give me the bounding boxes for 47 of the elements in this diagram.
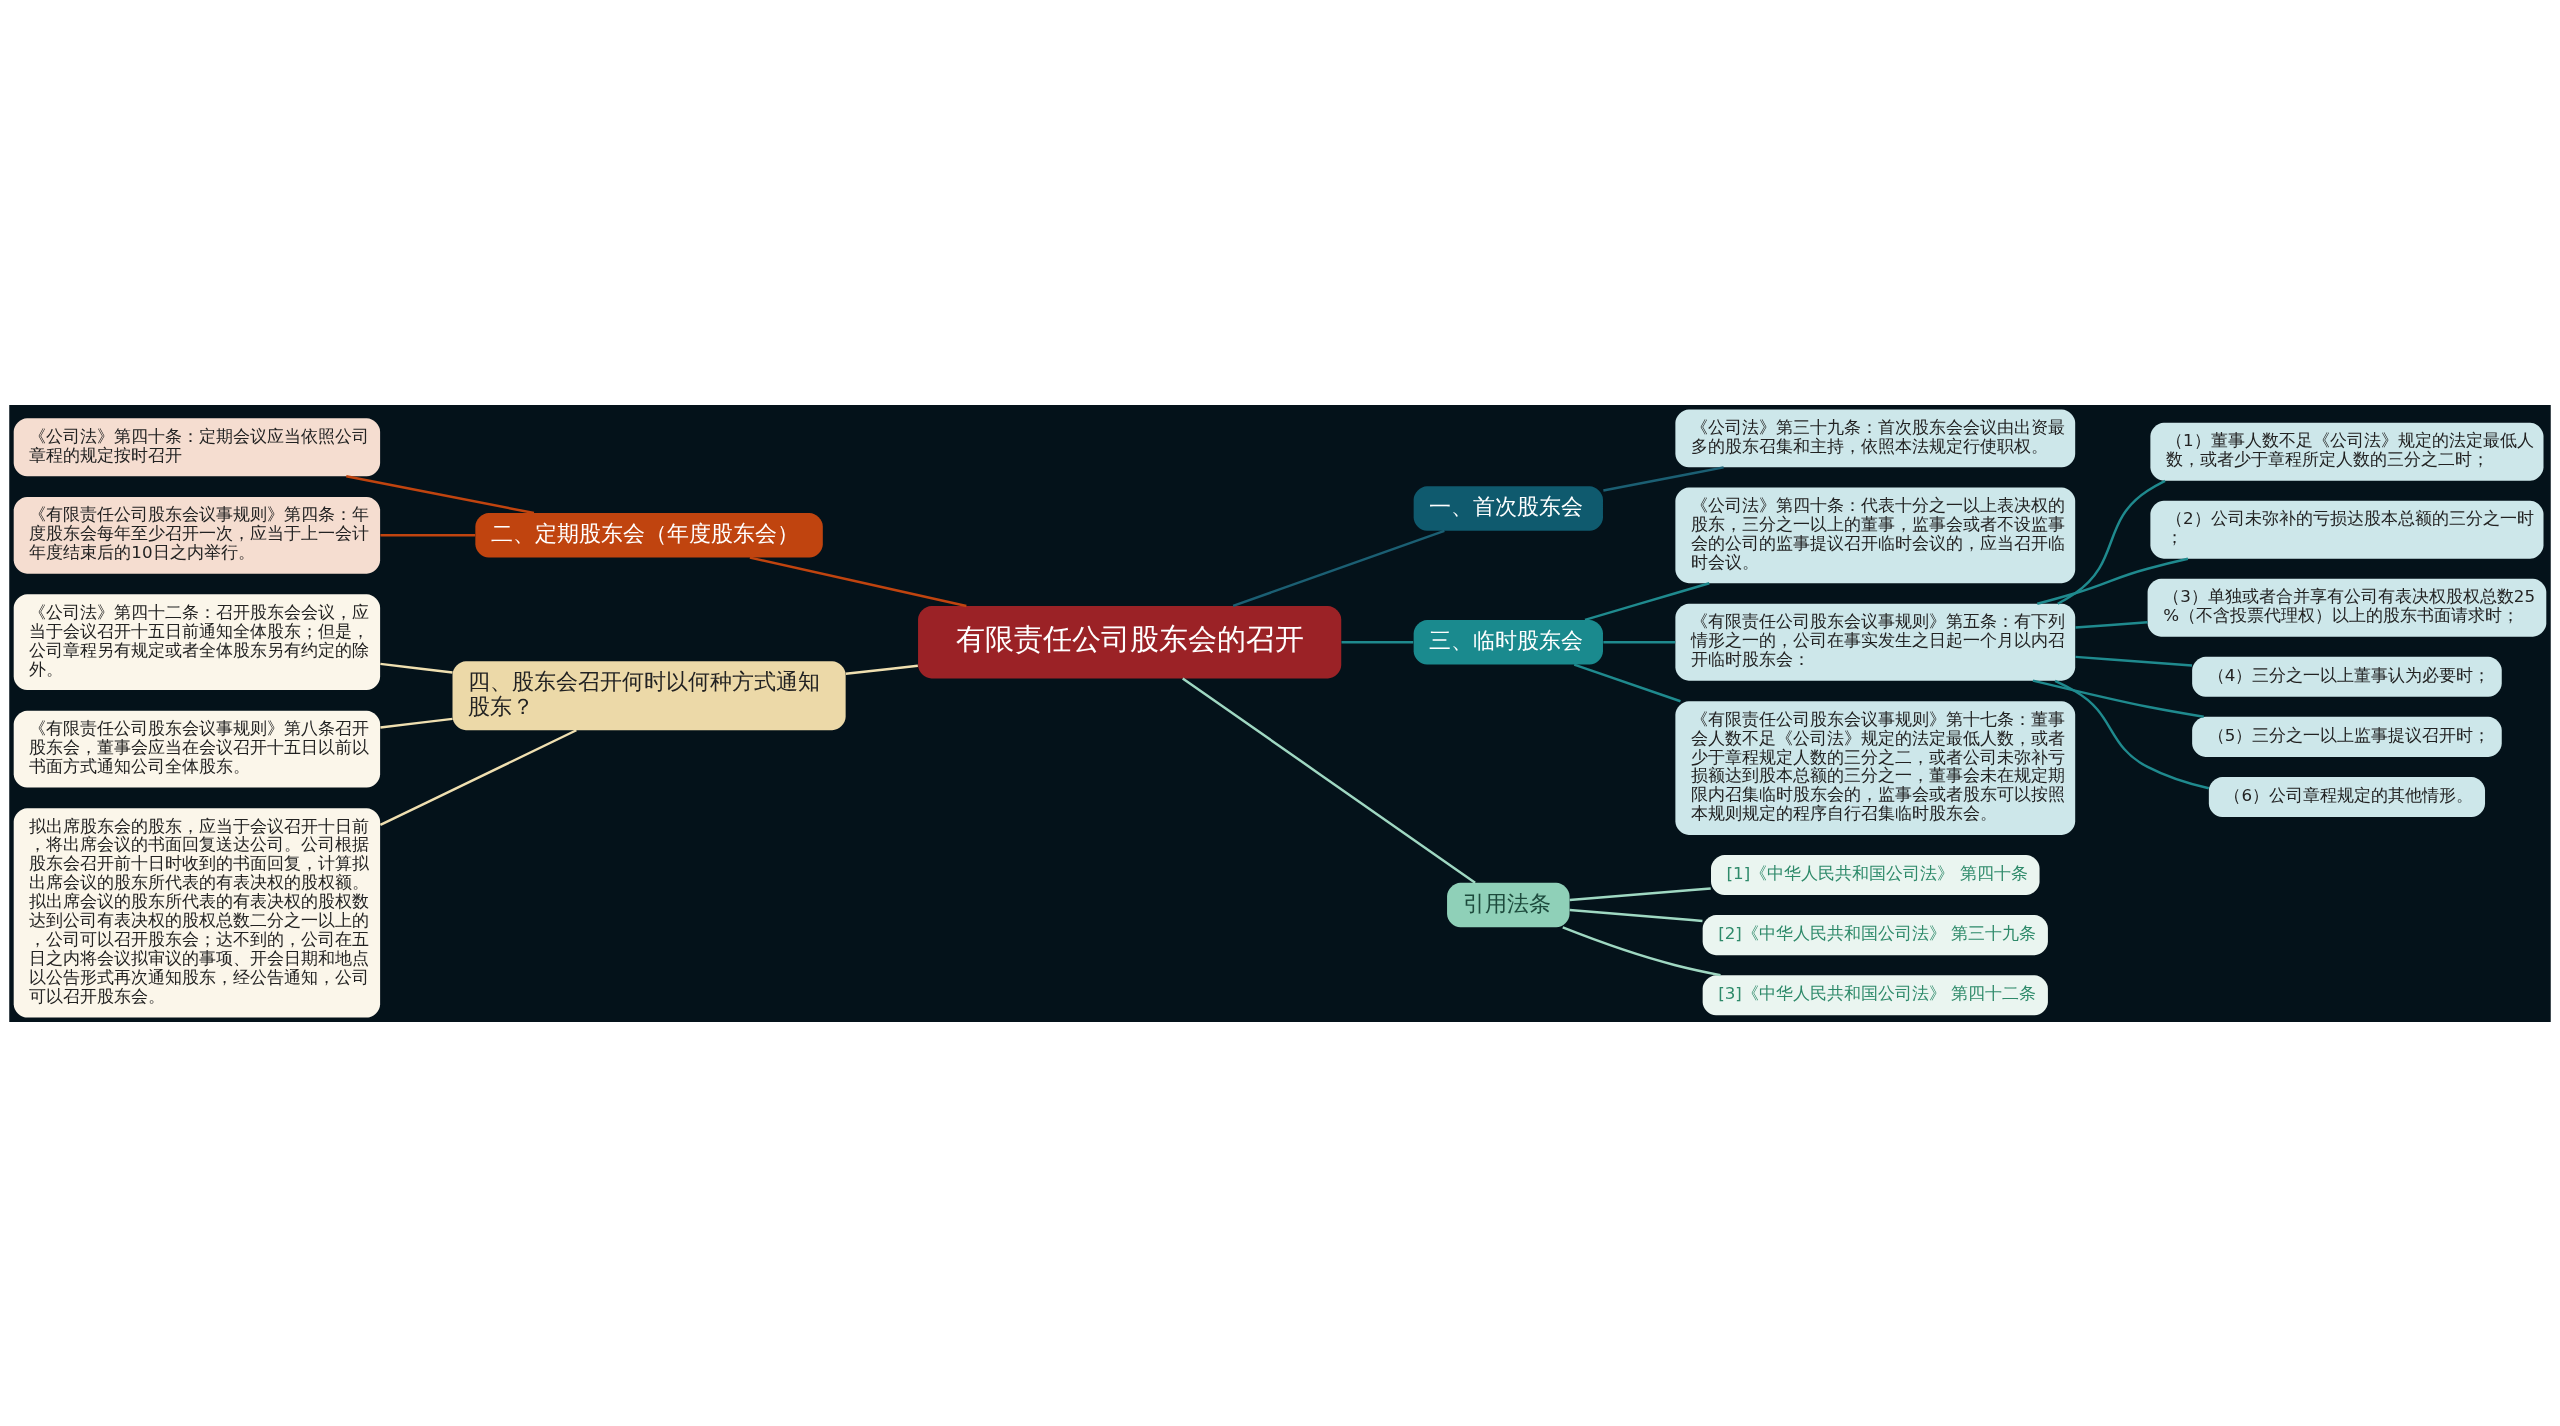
node-box: 四、股东会召开何时以何种方式通知股东？: [452, 660, 846, 730]
connector: [379, 728, 577, 826]
node-box: 三、临时股东会: [1413, 619, 1603, 664]
node-box: （5）三分之一以上监事提议召开时；: [2192, 716, 2502, 757]
node-box: [2]《中华人民共和国公司法》 第三十九条: [1702, 914, 2048, 955]
node-box: 有限责任公司股东会的召开: [918, 605, 1342, 678]
connector: [1182, 677, 1476, 884]
connector: [2032, 678, 2204, 718]
node-box: 二、定期股东会（年度股东会）: [475, 512, 823, 558]
connector: [2075, 620, 2148, 629]
connector: [1584, 581, 1710, 621]
node-box: 引用法条: [1447, 882, 1570, 927]
node-box: 《有限责任公司股东会议事规则》第四条：年度股东会每年至少召开一次，应当于上一会计年度结束后的10日之内举行。: [13, 496, 381, 574]
node-box: 《有限责任公司股东会议事规则》第十七条：董事会人数不足《公司法》规定的法定最低人数，或者少于章程规定人数的三分之二，或者公司未弥补亏损额达到股本总额的三分之一，董事会未在规定期限内召集临时股东会的，监事会或者股东可以按照本规则规定的程序自行召集临时股东会。: [1675, 700, 2076, 835]
connector: [380, 717, 453, 729]
connector: [1232, 529, 1445, 607]
connector: [1603, 465, 1724, 492]
connector: [1569, 908, 1703, 922]
connector: [845, 664, 918, 675]
node-box: （2）公司未弥补的亏损达股本总额的三分之一时；: [2150, 500, 2544, 559]
node-box: 一、首次股东会: [1413, 485, 1603, 531]
node-box: （3）单独或者合并享有公司有表决权股权总数25%（不含投票代理权）以上的股东书面请求时；: [2147, 578, 2547, 637]
node-box: [3]《中华人民共和国公司法》 第四十二条: [1702, 974, 2048, 1015]
connector: [1603, 640, 1676, 643]
connector: [749, 555, 967, 607]
connector: [380, 662, 453, 674]
node-box: （4）三分之一以上董事认为必要时；: [2192, 656, 2502, 697]
node-box: 《公司法》第三十九条：首次股东会会议由出资最多的股东召集和主持，依照本法规定行使职权。: [1675, 408, 2076, 467]
connector: [1573, 662, 1681, 702]
node-box: 《有限责任公司股东会议事规则》第八条召开股东会，董事会应当在会议召开十五日以前以书面方式通知公司全体股东。: [13, 710, 381, 788]
node-box: （6）公司章程规定的其他情形。: [2208, 776, 2486, 817]
connector: [2057, 479, 2166, 605]
node-box: 《公司法》第四十条：代表十分之一以上表决权的股东，三分之一以上的董事，监事会或者不设监事会的公司的监事提议召开临时会议的，应当召开临时会议。: [1675, 486, 2076, 583]
connector: [2075, 655, 2193, 667]
node-box: 拟出席股东会的股东，应当于会议召开十日前，将出席会议的书面回复送达公司。公司根据股东会召开前十日时收到的书面回复，计算拟出席会议的股东所代表的有表决权的股权额。拟出席会议的股东所代表的有表决权的股权数达到公司有表决权的股权总数二分之一以上的，公司可以召开股东会；达不到的，公司在五日之内将会议拟审议的事项、开会日期和地点以公告形式再次通知股东，经公告通知，公司可以召开股东会。: [13, 807, 381, 1018]
connector: [346, 474, 535, 514]
node-box: 《公司法》第四十条：定期会议应当依照公司章程的规定按时召开: [13, 417, 381, 476]
node-box: 《有限责任公司股东会议事规则》第五条：有下列情形之一的，公司在事实发生之日起一个月以内召开临时股东会：: [1675, 603, 2076, 681]
node-box: （1）董事人数不足《公司法》规定的法定最低人数，或者少于章程所定人数的三分之二时；: [2150, 422, 2544, 481]
node-box: [1]《中华人民共和国公司法》 第四十条: [1711, 854, 2040, 895]
connector: [2037, 557, 2189, 605]
node-box: 《公司法》第四十二条：召开股东会会议，应当于会议召开十五日前通知全体股东；但是，公司章程另有规定或者全体股东另有约定的除外。: [13, 593, 381, 690]
connector: [1569, 886, 1711, 901]
connector: [1562, 925, 1721, 976]
connector: [380, 533, 476, 537]
connector: [1341, 640, 1414, 643]
connector: [2054, 679, 2210, 789]
